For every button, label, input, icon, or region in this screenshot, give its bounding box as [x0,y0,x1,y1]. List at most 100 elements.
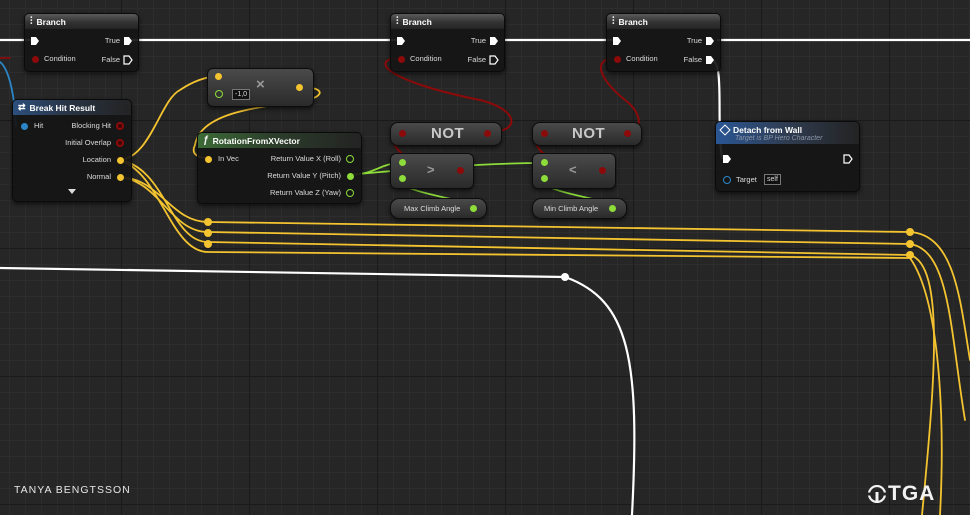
exec-false-pin[interactable] [705,55,715,65]
exec-true-pin[interactable] [489,36,499,46]
condition-label: Condition [410,54,442,63]
exec-wire [0,266,567,279]
false-label: False [683,55,702,64]
blocking-hit-label: Blocking Hit [71,121,111,130]
function-icon: ƒ [203,135,209,146]
node-header[interactable]: ⫶Branch [391,14,504,29]
exec-false-pin[interactable] [123,55,133,65]
not-node-2[interactable]: NOT [532,122,642,146]
detach-from-wall-node[interactable]: Detach from Wall Target is BP Hero Chara… [715,121,860,192]
branch-node-3[interactable]: ⫶Branch True Condition False [606,13,721,72]
vector-wire [909,231,970,361]
branch-icon: ⫶ [30,16,33,27]
multiply-icon: × [256,76,265,93]
less-than-node[interactable]: < [532,153,616,189]
reroute-knot [906,228,914,236]
exec-in-pin[interactable] [612,36,622,46]
variable-label: Max Climb Angle [404,204,461,213]
roll-label: Return Value X (Roll) [270,154,341,163]
greater-than-node[interactable]: > [390,153,474,189]
struct-icon: ⇄ [18,102,26,112]
branch-node-1[interactable]: ⫶Branch True Condition False [24,13,139,72]
min-climb-angle-variable[interactable]: Min Climb Angle [532,198,627,219]
not-node-1[interactable]: NOT [390,122,502,146]
less-than-icon: < [569,162,578,177]
multiply-node[interactable]: -1,0 × [207,68,314,107]
exec-true-pin[interactable] [705,36,715,46]
float-out-pin[interactable] [609,205,616,212]
normal-pin[interactable] [117,174,124,181]
exec-out-pin[interactable] [843,154,853,164]
exec-in-pin[interactable] [396,36,406,46]
condition-label: Condition [626,54,658,63]
node-header[interactable]: Detach from Wall Target is BP Hero Chara… [716,122,859,144]
vector-wire [909,254,935,515]
break-hit-result-node[interactable]: ⇄Break Hit Result Hit Blocking Hit Initi… [12,99,132,202]
greater-than-icon: > [427,162,436,177]
max-climb-angle-variable[interactable]: Max Climb Angle [390,198,487,219]
vector-wire [909,243,966,421]
reroute-knot [204,229,212,237]
hit-label: Hit [34,121,44,130]
blocking-hit-pin[interactable] [116,122,124,130]
normal-label: Normal [86,172,111,181]
vector-out-pin[interactable] [296,84,303,91]
not-out-pin[interactable] [624,130,631,137]
target-pin[interactable] [723,176,731,184]
author-watermark: TANYA BENGTSSON [14,484,131,496]
location-pin[interactable] [117,157,124,164]
node-title: Branch [402,16,432,27]
not-out-pin[interactable] [484,130,491,137]
vector-in-pin[interactable] [215,73,222,80]
node-title: Branch [36,16,66,27]
exec-false-pin[interactable] [489,55,499,65]
not-in-pin[interactable] [541,130,548,137]
tga-logo-icon [867,484,887,504]
function-diamond-icon [719,123,731,136]
bool-out-pin[interactable] [457,167,464,174]
in-vec-pin[interactable] [205,156,212,163]
true-label: True [470,36,486,45]
yaw-pin[interactable] [346,189,354,197]
not-label: NOT [572,125,606,142]
roll-pin[interactable] [346,155,354,163]
float-in-pin[interactable] [215,90,223,98]
float-b-pin[interactable] [541,175,548,182]
reroute-knot [204,218,212,226]
exec-in-pin[interactable] [722,154,732,164]
branch-node-2[interactable]: ⫶Branch True Condition False [390,13,505,72]
exec-wire [563,275,636,515]
condition-pin[interactable] [32,56,39,63]
node-title: RotationFromXVector [212,135,300,146]
node-header[interactable]: ⫶Branch [25,14,138,29]
condition-pin[interactable] [614,56,621,63]
float-a-pin[interactable] [541,159,548,166]
target-self-value[interactable]: self [764,174,781,185]
false-label: False [101,55,120,64]
node-header[interactable]: ⫶Branch [607,14,720,29]
vector-wire [909,257,943,515]
initial-overlap-label: Initial Overlap [65,138,111,147]
exec-in-pin[interactable] [30,36,40,46]
exec-true-pin[interactable] [123,36,133,46]
float-a-pin[interactable] [399,159,406,166]
multiplier-value[interactable]: -1,0 [232,89,251,100]
condition-pin[interactable] [398,56,405,63]
initial-overlap-pin[interactable] [116,139,124,147]
not-in-pin[interactable] [399,130,406,137]
expand-arrow-icon[interactable] [68,189,76,194]
in-vec-label: In Vec [218,154,239,163]
reroute-knot [561,273,569,281]
float-out-pin[interactable] [470,205,477,212]
float-b-pin[interactable] [399,175,406,182]
pitch-pin[interactable] [347,173,354,180]
hit-pin[interactable] [21,123,28,130]
node-header[interactable]: ⇄Break Hit Result [13,100,131,115]
node-title: Branch [618,16,648,27]
bool-out-pin[interactable] [599,167,606,174]
branch-icon: ⫶ [396,16,399,27]
false-label: False [467,55,486,64]
